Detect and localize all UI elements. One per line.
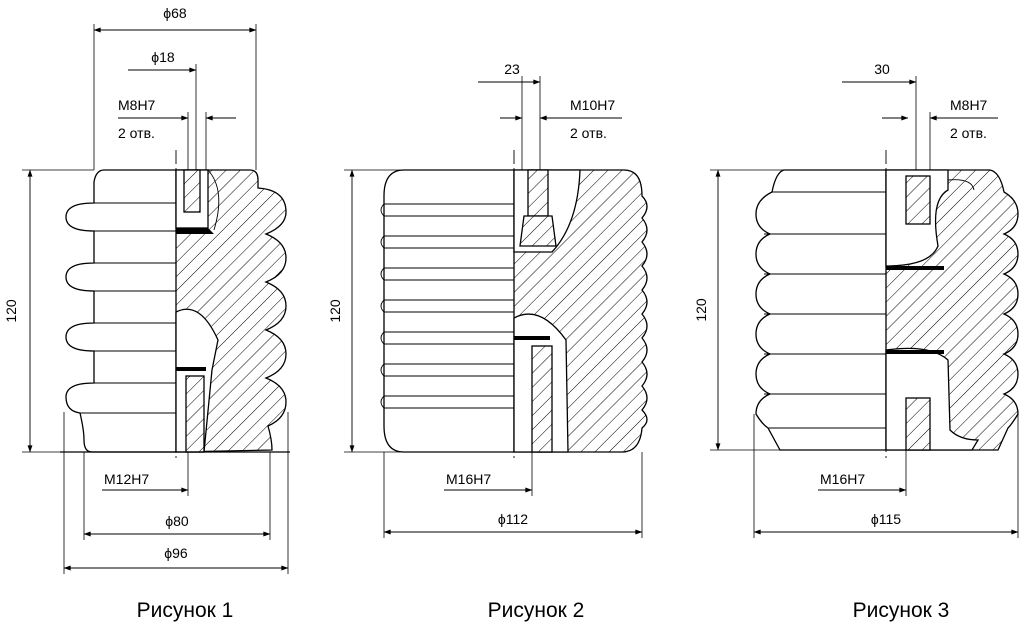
insulator-3-fittings [885, 169, 980, 451]
figure-3: 30 M8H7 2 отв. 120 M16H7 ϕ115 Рисунок 3 [693, 61, 1019, 622]
figure-2: 23 M10H7 2 отв. 120 M16H7 ϕ112 Рисунок 2 [327, 61, 648, 622]
caption-figure-3: Рисунок 3 [853, 599, 950, 622]
caption-figure-2: Рисунок 2 [488, 599, 585, 622]
dim-1-base-inner: ϕ80 [165, 513, 189, 529]
insulator-2-top-fitting [513, 169, 581, 253]
insulator-1-bottom-fitting [175, 308, 219, 453]
dim-3-height: 120 [693, 298, 709, 322]
insulator-3-outline [755, 169, 886, 451]
insulator-3-rib-lines [764, 191, 886, 429]
dim-2-holes-top: 2 отв. [570, 125, 607, 141]
dim-2-offset: 23 [504, 61, 520, 77]
dim-2-thread-bottom: M16H7 [446, 471, 491, 487]
dim-3-holes-top: 2 отв. [950, 125, 987, 141]
dim-1-base-outer: ϕ96 [164, 545, 188, 561]
insulator-2-bottom-fitting [513, 313, 569, 453]
dim-1-top-inner: ϕ18 [151, 49, 175, 65]
insulator-1-rib-lines [80, 202, 176, 414]
figure-1-dimensions: ϕ68 ϕ18 M8H7 2 отв. 120 M12H7 ϕ80 [3, 5, 289, 574]
dim-2-height: 120 [327, 299, 343, 323]
insulator-2-grooves [380, 203, 514, 409]
dim-3-offset: 30 [874, 61, 890, 77]
dim-3-thread-bottom: M16H7 [820, 471, 865, 487]
dim-1-thread-top: M8H7 [118, 97, 156, 113]
dim-1-top-outer: ϕ68 [163, 5, 187, 21]
dim-1-height: 120 [3, 299, 19, 323]
figure-2-dimensions: 23 M10H7 2 отв. 120 M16H7 ϕ112 [327, 61, 643, 538]
dim-3-thread-top: M8H7 [950, 97, 988, 113]
dim-1-thread-bottom: M12H7 [104, 471, 149, 487]
dim-2-thread-top: M10H7 [570, 97, 615, 113]
figure-1: ϕ68 ϕ18 M8H7 2 отв. 120 M12H7 ϕ80 [3, 5, 290, 622]
insulator-2-outline [383, 169, 514, 453]
dim-2-diameter: ϕ112 [498, 511, 528, 527]
dim-1-holes-top: 2 отв. [118, 125, 155, 141]
figure-3-dimensions: 30 M8H7 2 отв. 120 M16H7 ϕ115 [693, 61, 1019, 538]
dim-3-diameter: ϕ115 [871, 511, 901, 527]
caption-figure-1: Рисунок 1 [137, 599, 234, 622]
insulator-1-outline [65, 169, 176, 453]
